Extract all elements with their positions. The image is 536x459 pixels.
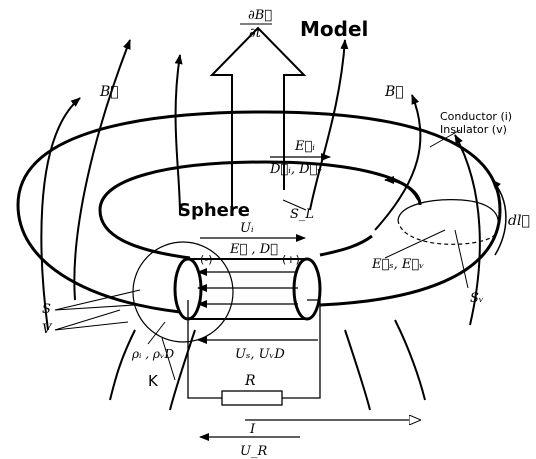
label-Es-Ev: E⃗ₛ, E⃗ᵥ — [371, 257, 424, 272]
label-R: R — [244, 373, 256, 389]
label-minus: (-) — [200, 253, 213, 266]
title: Model — [300, 17, 368, 41]
sphere-label: Sphere — [178, 200, 250, 221]
label-V: V — [42, 322, 53, 337]
label-plus: (+) — [282, 253, 300, 266]
label-B-left: B⃗ — [99, 84, 119, 100]
dBdt-arrow — [209, 26, 307, 210]
label-Sv: Sᵥ — [470, 291, 484, 306]
label-E-D: E⃗ , D⃗ — [229, 242, 278, 257]
cut-end-right — [292, 257, 322, 321]
label-Us-UvD: Uₛ, UᵥD — [235, 347, 285, 362]
magnetic-field-lines — [40, 39, 481, 411]
dBdt-numerator: ∂B⃗ — [248, 8, 272, 23]
label-Ei: E⃗ᵢ — [294, 139, 315, 154]
label-K: K — [148, 372, 159, 390]
label-Ui: Uᵢ — [240, 221, 254, 236]
label-rho: ρᵢ , ρᵥD — [131, 347, 174, 361]
label-B-right: B⃗ — [384, 84, 404, 100]
label-conductor: Conductor (i) — [440, 110, 512, 123]
label-UR: U_R — [240, 444, 267, 459]
torus-inner — [98, 160, 422, 260]
label-insulator: Insulator (v) — [440, 123, 507, 136]
label-SL: S_L — [290, 207, 314, 222]
torus-outer — [16, 110, 502, 314]
label-S: S — [42, 302, 51, 317]
label-dl: dl⃗ — [508, 213, 530, 229]
external-circuit — [187, 299, 321, 406]
label-Di-Dv: D⃗ᵢ, D⃗ᵥ — [269, 162, 322, 177]
label-I: I — [249, 422, 256, 437]
dBdt-denominator: ∂t — [249, 26, 262, 41]
